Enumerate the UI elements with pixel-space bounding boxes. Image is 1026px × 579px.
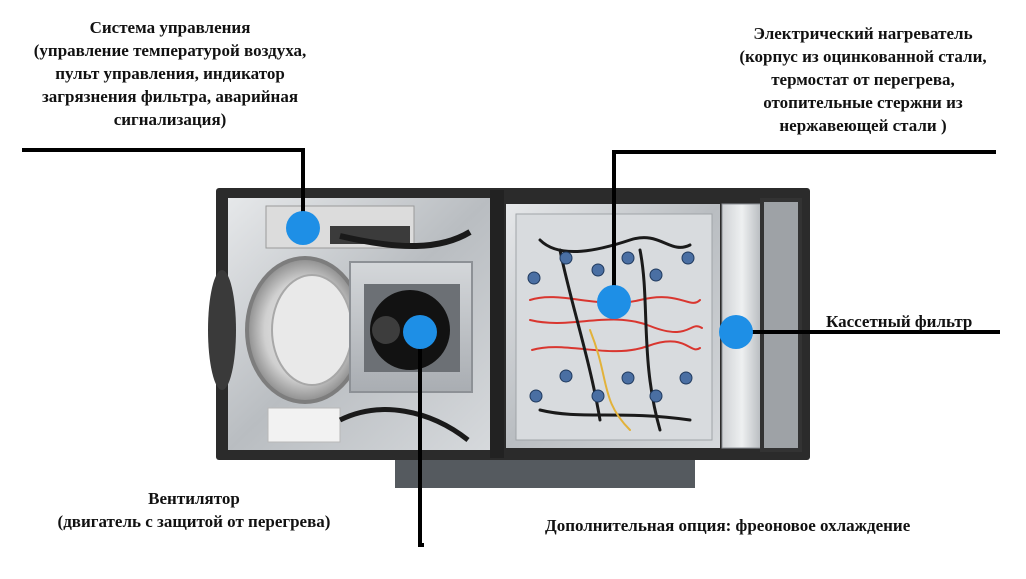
label-line: сигнализация) [113,110,227,129]
label-cassette-filter: Кассетный фильтр [826,312,973,331]
duct-inner [271,274,353,386]
label-electric-heater: Электрический нагреватель (корпус из оци… [700,22,1026,137]
label-line: (управление температурой воздуха, [33,41,307,60]
junction-box [267,407,341,443]
label-line: Система управления [89,18,251,37]
filter-frame [760,198,802,452]
label-control-system: Система управления (управление температу… [0,16,340,131]
label-fan: Вентилятор (двигатель с защитой от перег… [10,487,378,533]
cable-left-2 [338,407,470,442]
fan-hub [372,316,400,344]
label-line: отопительные стержни из [763,93,963,112]
leader-control [22,148,305,228]
duct-ring-outer [208,270,236,390]
label-line: пульт управления, индикатор [55,64,285,83]
marker-heater [597,285,631,319]
label-line: (двигатель с защитой от перегрева) [57,512,331,531]
label-line: (корпус из оцинкованной стали, [739,47,987,66]
heater-terminals [527,251,695,403]
label-line: Вентилятор [148,489,240,508]
label-optional-freon-cooling: Дополнительная опция: фреоновое охлажден… [545,516,911,535]
marker-control-system [286,211,320,245]
leader-lines [22,148,1000,547]
center-post [490,190,504,458]
leader-fan [418,332,424,547]
label-line: Электрический нагреватель [753,24,973,43]
label-line: загрязнения фильтра, аварийная [41,87,299,106]
marker-filter [719,315,753,349]
label-line: нержавеющей стали ) [779,116,947,135]
label-line: термостат от перегрева, [771,70,955,89]
marker-fan [403,315,437,349]
cable-left-1 [339,229,472,249]
leader-heater [612,150,996,302]
